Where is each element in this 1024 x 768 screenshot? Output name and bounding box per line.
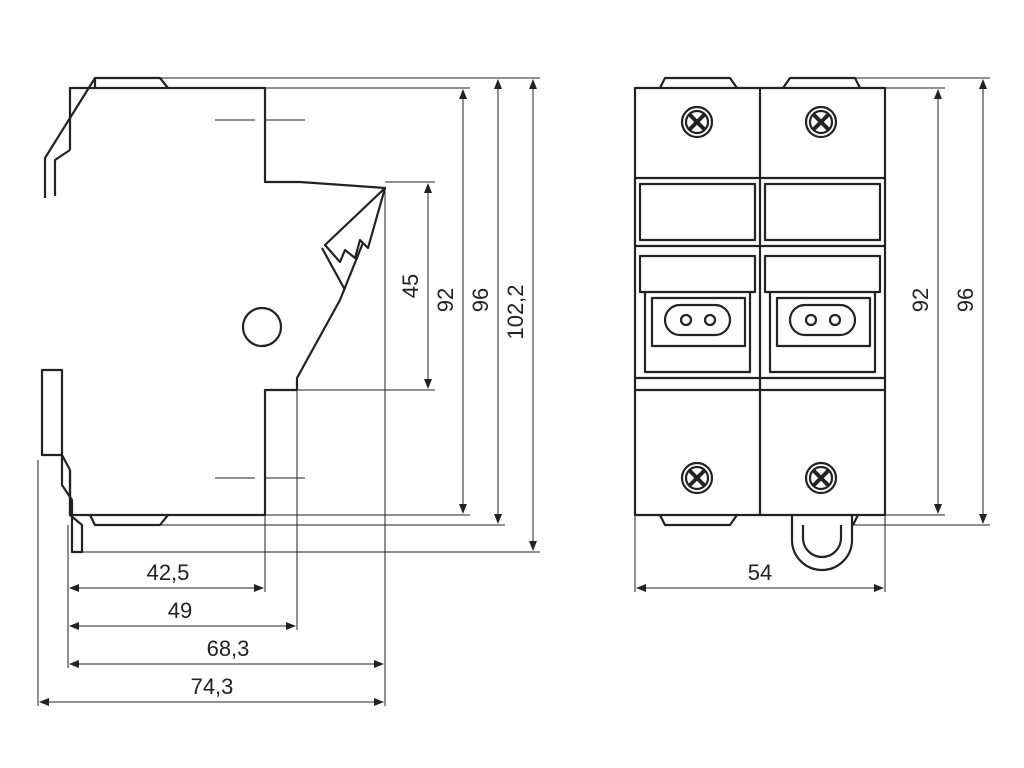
dim-label-74-3: 74,3 xyxy=(191,674,234,699)
window-left xyxy=(638,182,757,242)
socket-hole-right-2 xyxy=(828,313,842,327)
dim-label-45: 45 xyxy=(398,274,423,298)
carrier-right xyxy=(763,254,882,294)
dim-label-96-side: 96 xyxy=(468,288,493,312)
din-hook-inner xyxy=(801,525,843,559)
side-view: 45 92 96 102,2 42,5 49 68,3 74,3 xyxy=(37,76,540,706)
dim-label-92-side: 92 xyxy=(433,288,458,312)
side-body-outline xyxy=(68,86,387,517)
dim-label-49: 49 xyxy=(168,598,192,623)
window-right xyxy=(763,182,882,242)
screw-icon xyxy=(680,105,714,139)
socket-left xyxy=(650,296,747,348)
screw-icon xyxy=(680,461,714,495)
dim-label-102-2: 102,2 xyxy=(503,284,528,339)
top-rail-clip-inner xyxy=(53,149,71,196)
pivot-circle xyxy=(241,306,283,348)
screw-icon xyxy=(804,105,838,139)
socket-hole-right-1 xyxy=(804,313,818,327)
fuse-handle xyxy=(323,186,387,264)
top-tab-left xyxy=(659,76,738,89)
bottom-tab-left xyxy=(659,514,738,527)
bottom-lip xyxy=(89,514,169,527)
bottom-rail-clip xyxy=(40,368,71,471)
socket-frame-right xyxy=(768,292,877,374)
fuse-handle-edge xyxy=(321,247,346,291)
top-tab-right xyxy=(782,76,861,89)
bottom-tab-right xyxy=(852,514,859,526)
dim-label-92-front: 92 xyxy=(908,288,933,312)
screw-icon xyxy=(804,461,838,495)
bottom-latch xyxy=(60,455,84,554)
socket-hole-left-1 xyxy=(679,313,693,327)
dim-label-54: 54 xyxy=(748,560,772,585)
socket-right xyxy=(775,296,872,348)
dim-label-42-5: 42,5 xyxy=(147,560,190,585)
socket-slot-right xyxy=(788,303,857,337)
dim-label-96-front: 96 xyxy=(953,288,978,312)
front-view: 92 96 54 xyxy=(633,76,990,592)
top-lip xyxy=(93,77,169,89)
din-hook xyxy=(790,515,854,572)
dim-label-68-3: 68,3 xyxy=(207,636,250,661)
top-rail-clip xyxy=(43,76,169,198)
socket-hole-left-2 xyxy=(703,313,717,327)
socket-frame-left xyxy=(643,292,752,374)
socket-slot-left xyxy=(663,303,732,337)
carrier-left xyxy=(638,254,757,294)
